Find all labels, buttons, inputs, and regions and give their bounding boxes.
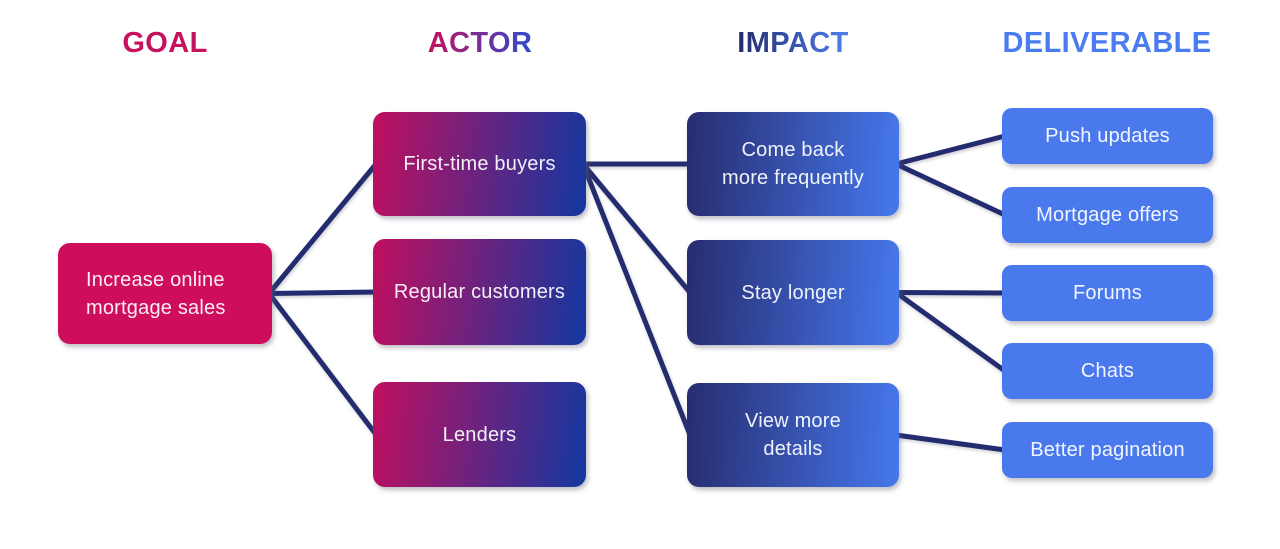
deliverable-node-label: Chats [1080, 360, 1135, 382]
actor-node-label: First-time buyers [403, 153, 556, 175]
column-header-impact: IMPACT [737, 27, 849, 59]
actor-node-lenders: Lenders [373, 382, 586, 487]
goal-node: Increase online mortgage sales [58, 243, 272, 344]
impact-node-come-back-more-frequently: Come back more frequently [687, 112, 899, 216]
deliverable-node-chats: Chats [1002, 343, 1213, 399]
deliverable-node-push-updates: Push updates [1002, 108, 1213, 164]
deliverable-node-mortgage-offers: Mortgage offers [1002, 187, 1213, 243]
actor-node-first-time-buyers: First-time buyers [373, 112, 586, 216]
deliverable-node-better-pagination: Better pagination [1002, 422, 1213, 478]
actor-node-label: Regular customers [393, 281, 566, 303]
actor-node-label: Lenders [442, 423, 517, 446]
deliverable-node-label: Mortgage offers [1036, 204, 1179, 226]
goal-node-label: Increase online mortgage sales [86, 268, 226, 319]
deliverable-node-label: Forums [1073, 282, 1142, 304]
actor-node-regular-customers: Regular customers [373, 239, 586, 345]
impact-node-view-more-details: View more details [687, 383, 899, 487]
impact-node-label: Come back more frequently [722, 139, 864, 189]
impact-node-label: View more details [745, 410, 841, 460]
deliverable-node-label: Push updates [1045, 125, 1170, 147]
deliverable-node-label: Better pagination [1030, 439, 1185, 461]
impact-node-stay-longer: Stay longer [687, 240, 899, 345]
impact-node-label: Stay longer [741, 281, 845, 304]
deliverable-node-forums: Forums [1002, 265, 1213, 321]
column-header-goal: GOAL [122, 27, 208, 59]
column-header-actor: ACTOR [427, 27, 533, 59]
column-header-deliverable: DELIVERABLE [1002, 27, 1212, 59]
